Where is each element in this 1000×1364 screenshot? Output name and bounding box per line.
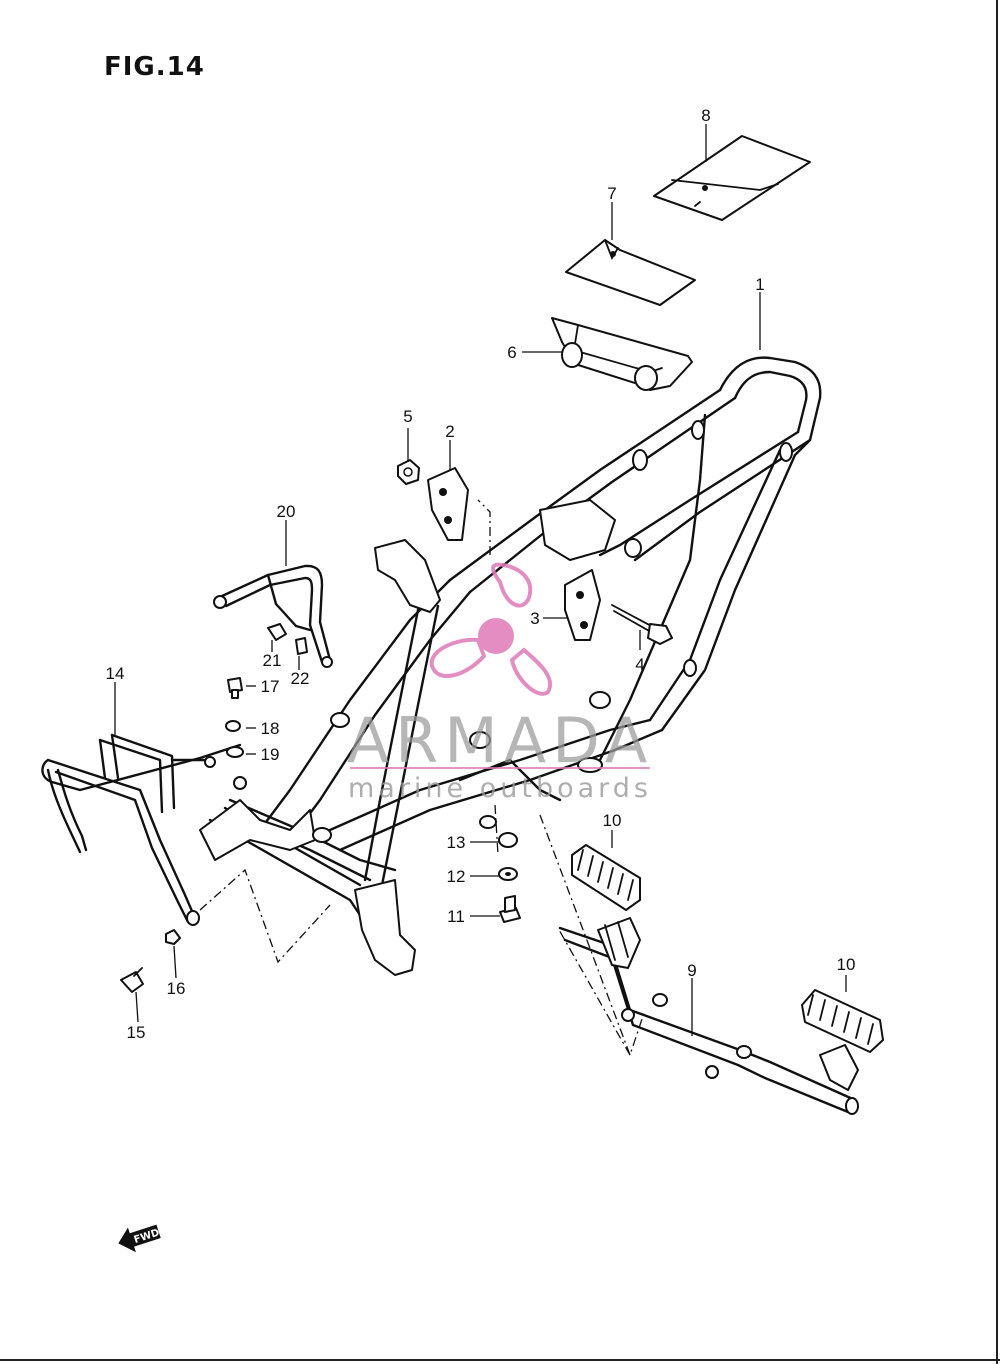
callout-10-upper: 10 (603, 811, 622, 830)
bolt-part-11 (499, 895, 521, 923)
guard-bar-part-20 (213, 564, 333, 668)
watermark: ARMADA marine outboards (347, 562, 653, 804)
bolt-part-21 (267, 623, 287, 641)
bolt-part-4 (611, 604, 673, 645)
assembly-lines (199, 499, 646, 1057)
callout-1: 1 (755, 275, 764, 294)
leader-lines (114, 124, 847, 1036)
nut-part-16 (165, 929, 181, 945)
callout-21: 21 (263, 651, 282, 670)
cover-sheet-part-8 (653, 135, 811, 221)
callout-12: 12 (447, 867, 466, 886)
callout-11: 11 (447, 907, 465, 926)
callout-3: 3 (530, 609, 539, 628)
callout-10-lower: 10 (837, 955, 856, 974)
forward-arrow-icon: FWD (118, 1224, 161, 1253)
propeller-icon (429, 562, 552, 696)
washer-part-18 (225, 720, 241, 732)
callout-labels: 8 7 1 6 5 2 3 4 20 14 10 10 9 13 12 11 1… (106, 106, 856, 1042)
bracket-plate-part-3 (564, 569, 601, 641)
bolt-part-15 (120, 967, 144, 993)
callout-17: 17 (261, 677, 280, 696)
nut-part-5 (397, 459, 420, 485)
fwd-label: FWD (133, 1227, 161, 1246)
seat-bracket-part-6 (551, 317, 693, 391)
footrest-bar-part-9 (558, 917, 859, 1115)
figure-title: FIG.14 (104, 52, 205, 82)
bolt-part-17 (227, 677, 243, 699)
callout-22: 22 (291, 669, 310, 688)
callout-6: 6 (507, 343, 516, 362)
callout-8: 8 (701, 106, 710, 125)
callout-2: 2 (445, 422, 454, 441)
callout-15: 15 (127, 1023, 146, 1042)
watermark-tagline: marine outboards (348, 773, 652, 804)
watermark-brand: ARMADA (347, 704, 653, 777)
cover-sheet-part-7 (565, 239, 696, 306)
callout-7: 7 (607, 184, 616, 203)
footrest-rubber-part-10-upper (571, 844, 641, 911)
callout-5: 5 (403, 407, 412, 426)
bracket-plate-part-2 (427, 467, 469, 541)
callout-20: 20 (277, 502, 296, 521)
front-guard-part-14 (41, 733, 247, 926)
nut-part-19 (226, 746, 244, 758)
washer-part-12 (498, 867, 518, 881)
callout-16: 16 (167, 979, 186, 998)
washer-part-13 (498, 832, 518, 848)
callout-18: 18 (261, 719, 280, 738)
frame-assembly (199, 356, 822, 976)
callout-19: 19 (261, 745, 280, 764)
callout-14: 14 (106, 664, 125, 683)
footrest-rubber-part-10-lower (801, 989, 884, 1053)
grommet-part-22 (295, 637, 308, 655)
callout-9: 9 (687, 961, 696, 980)
callout-4: 4 (635, 655, 644, 674)
callout-13: 13 (447, 833, 466, 852)
